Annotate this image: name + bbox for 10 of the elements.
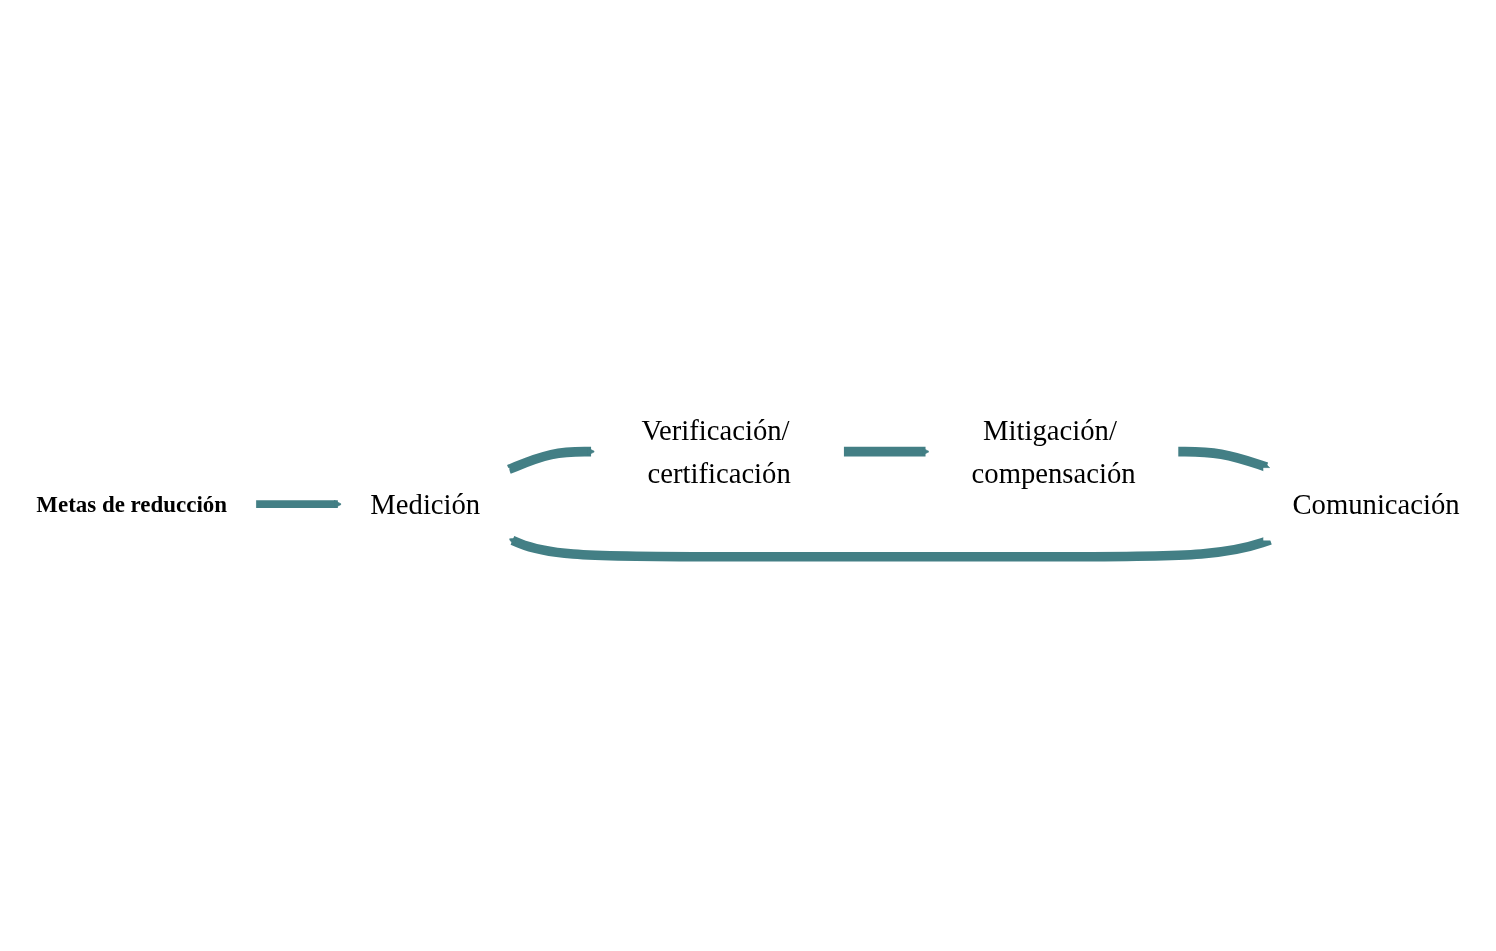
arrow bbox=[843, 446, 930, 457]
node-text: Mitigación/ compensación bbox=[971, 414, 1136, 489]
node-text: Metas de reducción bbox=[36, 491, 227, 517]
node-text: Verificación/ certificación bbox=[641, 414, 791, 489]
arrow bbox=[1177, 446, 1271, 472]
arrow bbox=[507, 446, 596, 474]
arrow bbox=[508, 535, 1272, 562]
node-text: Medición bbox=[370, 488, 481, 520]
node-text: Comunicación bbox=[1292, 488, 1460, 520]
arrow bbox=[255, 499, 343, 509]
